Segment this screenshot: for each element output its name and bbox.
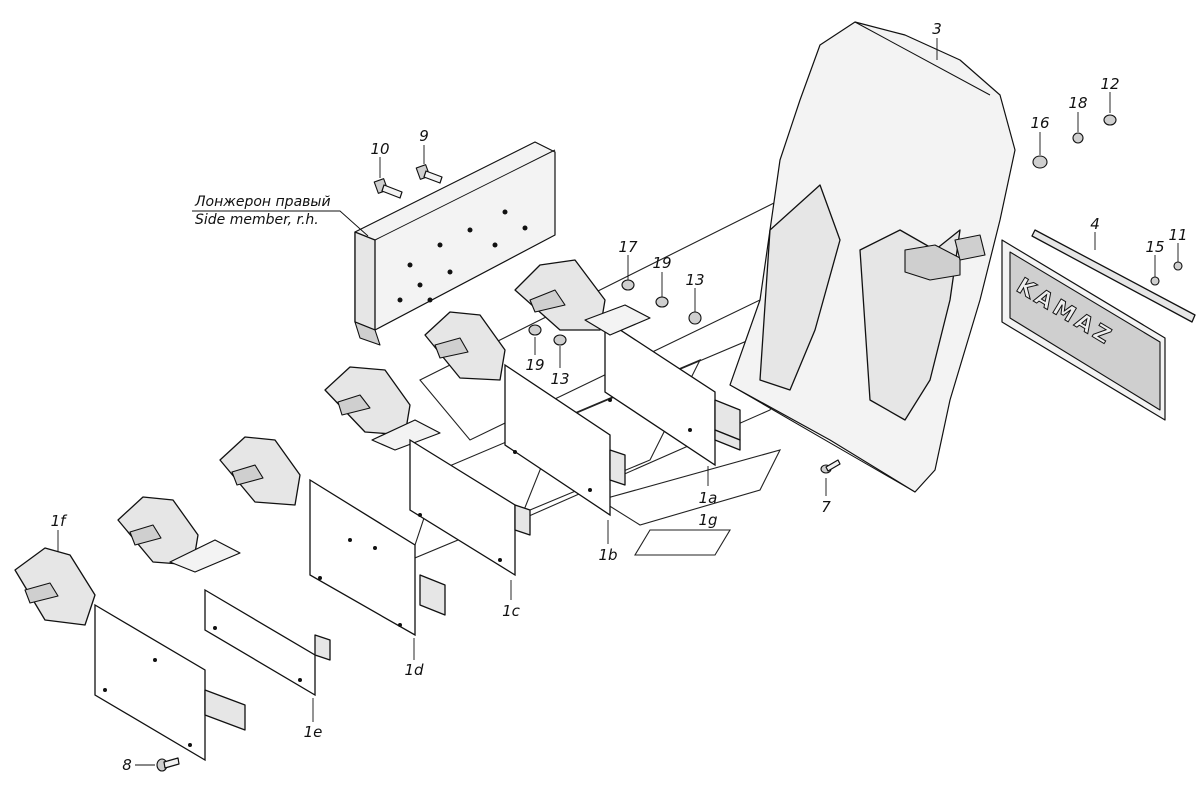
bracket-1c — [324, 366, 531, 577]
label-1d: 1d — [404, 661, 424, 679]
label-19: 19 — [652, 254, 671, 272]
bolt-8 — [156, 757, 180, 772]
bracket-1e — [117, 496, 331, 697]
label-7: 7 — [821, 498, 831, 516]
nut-13 — [688, 311, 702, 325]
label-1g: 1g — [698, 511, 717, 529]
caption-en: Side member, r.h. — [195, 212, 319, 228]
bolt-10 — [373, 178, 403, 199]
side-member — [354, 141, 556, 346]
washer-19 — [655, 296, 669, 308]
label-8: 8 — [122, 756, 132, 774]
bracket-1a — [514, 259, 741, 467]
nut-18 — [1072, 132, 1084, 144]
nut-17 — [621, 279, 635, 291]
label-17: 17 — [618, 238, 638, 256]
bolt-7 — [820, 459, 841, 474]
bolt-9 — [415, 164, 443, 184]
label-1e: 1e — [304, 723, 323, 741]
washer-15 — [1150, 276, 1160, 286]
bracket-1b — [424, 311, 626, 517]
label-13-lower: 13 — [550, 370, 569, 388]
bracket-1f — [14, 547, 246, 762]
nut-12 — [1103, 114, 1117, 126]
mud-flap: KAMAZ — [1001, 239, 1166, 421]
label-11: 11 — [1168, 226, 1187, 244]
caption-ru: Лонжерон правый — [194, 194, 331, 210]
washer-16 — [1032, 155, 1048, 169]
mud-flap-strip — [1031, 229, 1196, 323]
label-13: 13 — [685, 271, 704, 289]
label-1b: 1b — [598, 546, 617, 564]
washer-19-lower — [528, 324, 542, 336]
mudguard — [729, 21, 1016, 493]
leader-lines — [57, 38, 1179, 766]
label-9: 9 — [419, 127, 429, 145]
nut-13-lower — [553, 334, 567, 346]
label-12: 12 — [1100, 75, 1119, 93]
label-1f: 1f — [51, 512, 69, 530]
label-3: 3 — [932, 20, 942, 38]
label-10: 10 — [370, 140, 389, 158]
part-labels: 3 4 12 18 16 11 15 17 19 13 19 13 10 9 1… — [51, 20, 1188, 774]
side-member-caption: Лонжерон правый Side member, r.h. — [192, 194, 369, 237]
label-4: 4 — [1090, 215, 1100, 233]
label-19-lower: 19 — [525, 356, 544, 374]
bracket-1d — [219, 436, 446, 637]
label-1a: 1a — [699, 489, 718, 507]
label-16: 16 — [1030, 114, 1049, 132]
label-1c: 1c — [502, 602, 521, 620]
label-15: 15 — [1145, 238, 1164, 256]
label-18: 18 — [1068, 94, 1087, 112]
nut-11 — [1173, 261, 1183, 271]
